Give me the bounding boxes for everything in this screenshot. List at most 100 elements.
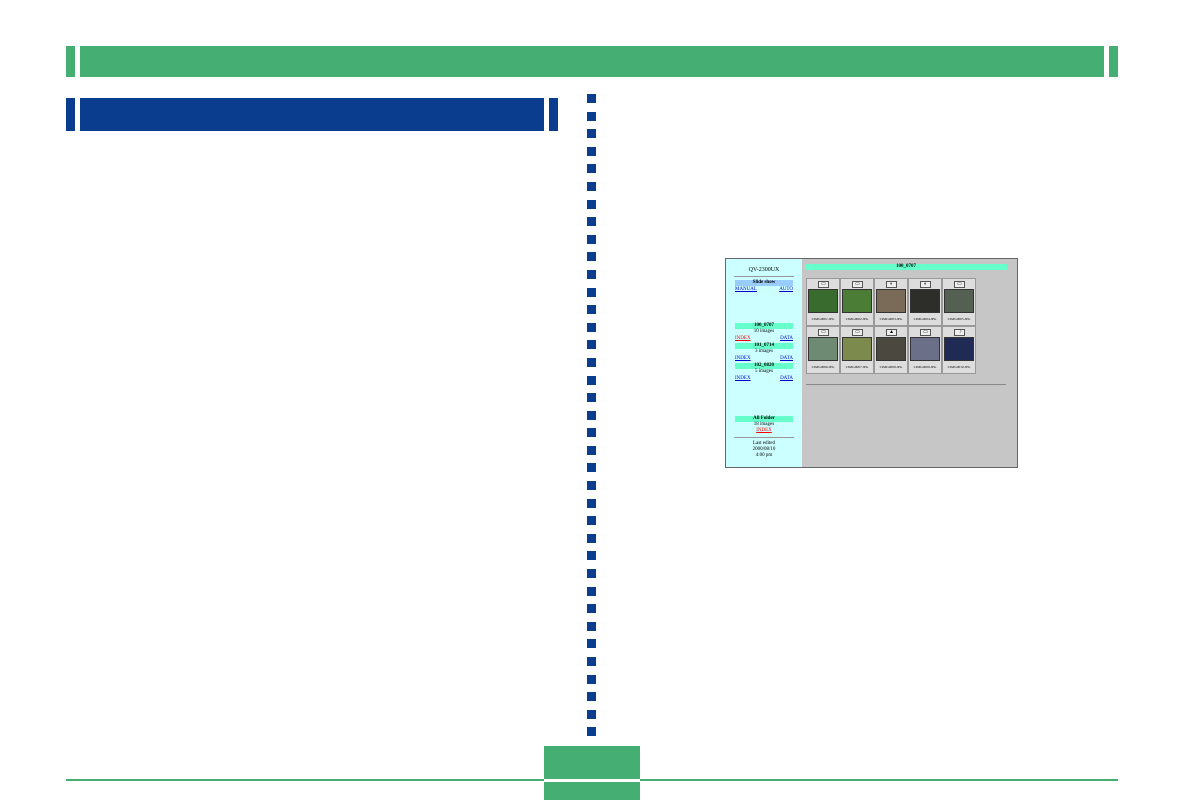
folder-data-link[interactable]: DATA xyxy=(780,356,793,361)
folder-index-link[interactable]: INDEX xyxy=(735,356,751,361)
divider-square xyxy=(587,727,596,737)
thumbnail-cell[interactable]: ☽ CIMG0010.JPG xyxy=(942,326,976,374)
divider-square xyxy=(587,322,596,332)
thumbnail-cell[interactable]: ▭CIMG0006.JPG xyxy=(806,326,840,374)
camera-model: QV-2300UX xyxy=(748,267,780,273)
divider-square xyxy=(587,410,596,420)
auto-link[interactable]: AUTO xyxy=(779,287,793,292)
mode-icon: ▭ xyxy=(920,329,931,336)
folder-image-count: 5 images xyxy=(755,369,773,374)
file-name: CIMG0002.JPG xyxy=(845,317,869,321)
last-edited-time: 4:00 pm xyxy=(755,453,773,458)
divider-square xyxy=(587,234,596,244)
folder-title: 100_0707 xyxy=(805,264,1007,270)
divider-square xyxy=(587,481,596,491)
section-right-cap xyxy=(544,98,549,131)
photo-thumbnail[interactable] xyxy=(876,289,906,313)
thumbnail-cell[interactable]: ▭ CIMG0005.JPG xyxy=(942,278,976,326)
mode-icon: ▭ xyxy=(818,281,829,288)
folder-data-link[interactable]: DATA xyxy=(780,376,793,381)
mode-icon: ▭ xyxy=(852,329,863,336)
divider-square xyxy=(587,375,596,385)
folder-name: 102_0820 xyxy=(735,363,793,369)
photo-thumbnail[interactable] xyxy=(808,289,838,313)
divider-square xyxy=(587,674,596,684)
thumbnail-cell[interactable]: ▭CIMG0007.JPG xyxy=(840,326,874,374)
divider-square xyxy=(587,305,596,315)
folder-links: INDEX DATA xyxy=(735,356,793,361)
sidebar-rule-2 xyxy=(734,437,794,438)
divider-square xyxy=(587,340,596,350)
chapter-banner xyxy=(66,46,1118,77)
divider-square xyxy=(587,199,596,209)
photo-thumbnail[interactable] xyxy=(910,289,940,313)
mode-icon: ▭ xyxy=(818,329,829,336)
divider-square xyxy=(587,129,596,139)
thumbnail-cell[interactable]: ◐ CIMG0004.JPG xyxy=(908,278,942,326)
divider-square xyxy=(587,94,596,103)
last-edited-date: 2000/08/10 xyxy=(752,447,776,452)
folder-data-link[interactable]: DATA xyxy=(780,336,793,341)
folder-links: INDEX DATA xyxy=(735,336,793,341)
divider-square xyxy=(587,551,596,561)
file-name: CIMG0004.JPG xyxy=(913,317,937,321)
file-name: CIMG0003.JPG xyxy=(879,317,903,321)
thumbnail-cell[interactable]: ▭ CIMG0002.JPG xyxy=(840,278,874,326)
folder-index-link[interactable]: INDEX xyxy=(735,376,751,381)
divider-square xyxy=(587,639,596,649)
photo-thumbnail[interactable] xyxy=(876,337,906,361)
page-box-gap xyxy=(544,779,640,782)
divider-square xyxy=(587,604,596,614)
divider-square xyxy=(587,217,596,227)
divider-square xyxy=(587,146,596,156)
thumbnail-cell[interactable]: ▭ CIMG0001.JPG xyxy=(806,278,840,326)
divider-square xyxy=(587,164,596,174)
divider-square xyxy=(587,621,596,631)
divider-square xyxy=(587,692,596,702)
divider-square xyxy=(587,287,596,297)
file-name: CIMG0005.JPG xyxy=(947,317,971,321)
mode-icon: ◐ xyxy=(920,281,931,288)
divider-square xyxy=(587,709,596,719)
folder-name: 101_0714 xyxy=(735,343,793,349)
folder-index-link[interactable]: INDEX xyxy=(735,336,751,341)
screenshot-main: 100_0707 ▭CIMG0001.JPG▭CIMG0002.JPG◐CIMG… xyxy=(805,264,1007,385)
mode-icon: ▭ xyxy=(852,281,863,288)
file-name: CIMG0008.JPG xyxy=(879,365,903,369)
all-folder-index-link[interactable]: INDEX xyxy=(756,428,772,433)
photo-thumbnail[interactable] xyxy=(944,337,974,361)
folder-image-count: 3 images xyxy=(755,349,773,354)
photo-thumbnail[interactable] xyxy=(808,337,838,361)
thumbnail-cell[interactable]: ▲CIMG0008.JPG xyxy=(874,326,908,374)
slide-show-label: Slide show xyxy=(735,280,793,286)
screenshot-sidebar: QV-2300UX Slide show MANUAL AUTO 100_070… xyxy=(726,259,802,467)
divider-square xyxy=(587,393,596,403)
file-name: CIMG0010.JPG xyxy=(947,365,971,369)
manual-link[interactable]: MANUAL xyxy=(735,287,757,292)
all-folder-count: 18 images xyxy=(753,422,775,427)
divider-square xyxy=(587,463,596,473)
slide-show-links: MANUAL AUTO xyxy=(735,287,793,292)
file-name: CIMG0001.JPG xyxy=(811,317,835,321)
section-left-cap xyxy=(75,98,80,131)
banner-right-cap xyxy=(1104,46,1109,77)
browser-screenshot: QV-2300UX Slide show MANUAL AUTO 100_070… xyxy=(725,258,1018,468)
divider-square xyxy=(587,498,596,508)
divider-square xyxy=(587,357,596,367)
divider-square xyxy=(587,586,596,596)
photo-thumbnail[interactable] xyxy=(910,337,940,361)
sidebar-rule xyxy=(734,276,794,277)
thumbnail-cell[interactable]: ◐CIMG0003.JPG xyxy=(874,278,908,326)
thumbnail-cell[interactable]: ▭CIMG0009.JPG xyxy=(908,326,942,374)
all-folder-label: All Folder xyxy=(735,416,793,422)
column-divider xyxy=(587,94,597,737)
divider-square xyxy=(587,569,596,579)
photo-thumbnail[interactable] xyxy=(842,289,872,313)
photo-thumbnail[interactable] xyxy=(842,337,872,361)
divider-square xyxy=(587,516,596,526)
photo-thumbnail[interactable] xyxy=(944,289,974,313)
folder-links: INDEX DATA xyxy=(735,376,793,381)
mode-icon: ☽ xyxy=(954,329,965,336)
mode-icon: ▭ xyxy=(954,281,965,288)
